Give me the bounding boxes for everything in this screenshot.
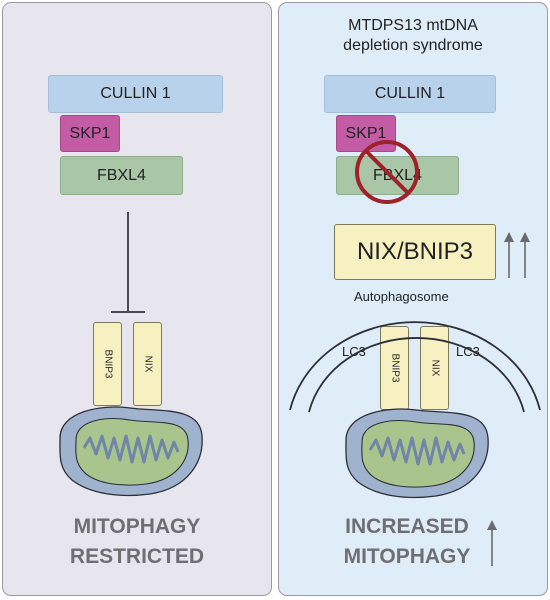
cullin1-box-right: CULLIN 1 — [324, 75, 496, 113]
fbxl4-label: FBXL4 — [97, 166, 146, 184]
disease-title-line2: depletion syndrome — [343, 37, 483, 54]
up-arrow-icon-outcome — [487, 520, 497, 566]
fbxl4-box-left: FBXL4 — [60, 156, 183, 195]
skp1-label: SKP1 — [69, 124, 111, 142]
outcome-left: MITOPHAGY RESTRICTED — [2, 512, 272, 572]
bnip3-receptor-left: BNIP3 — [93, 322, 122, 406]
mitochondrion-icon-left — [58, 405, 204, 497]
outcome-right-line1: INCREASED — [345, 515, 469, 538]
disease-title: MTDPS13 mtDNA depletion syndrome — [278, 16, 548, 56]
autophagosome-membrane — [289, 321, 541, 413]
lc3-left-label: LC3 — [342, 344, 366, 359]
skp1-label: SKP1 — [345, 124, 387, 142]
skp1-box-left: SKP1 — [60, 115, 120, 152]
outcome-left-line1: MITOPHAGY — [73, 515, 201, 538]
disease-title-line1: MTDPS13 mtDNA — [348, 17, 478, 34]
nix-bnip3-box: NIX/BNIP3 — [334, 224, 496, 280]
cullin1-box-left: CULLIN 1 — [48, 75, 223, 113]
cullin1-label: CULLIN 1 — [374, 85, 446, 102]
outcome-right-line2: MITOPHAGY — [343, 545, 471, 568]
outcome-left-line2: RESTRICTED — [69, 545, 205, 568]
autophagosome-label: Autophagosome — [354, 289, 449, 304]
mitochondrion-icon-right — [344, 407, 490, 499]
cullin1-label: CULLIN 1 — [100, 85, 171, 102]
up-arrow-icon — [504, 232, 530, 278]
prohibition-icon — [355, 140, 419, 204]
nix-bnip3-label: NIX/BNIP3 — [356, 238, 474, 265]
skp1-box-right: SKP1 — [336, 115, 396, 152]
outcome-right: INCREASED MITOPHAGY — [322, 512, 492, 572]
lc3-right-label: LC3 — [456, 344, 480, 359]
inhibition-arrow — [111, 212, 145, 313]
nix-receptor-left: NIX — [133, 322, 162, 406]
